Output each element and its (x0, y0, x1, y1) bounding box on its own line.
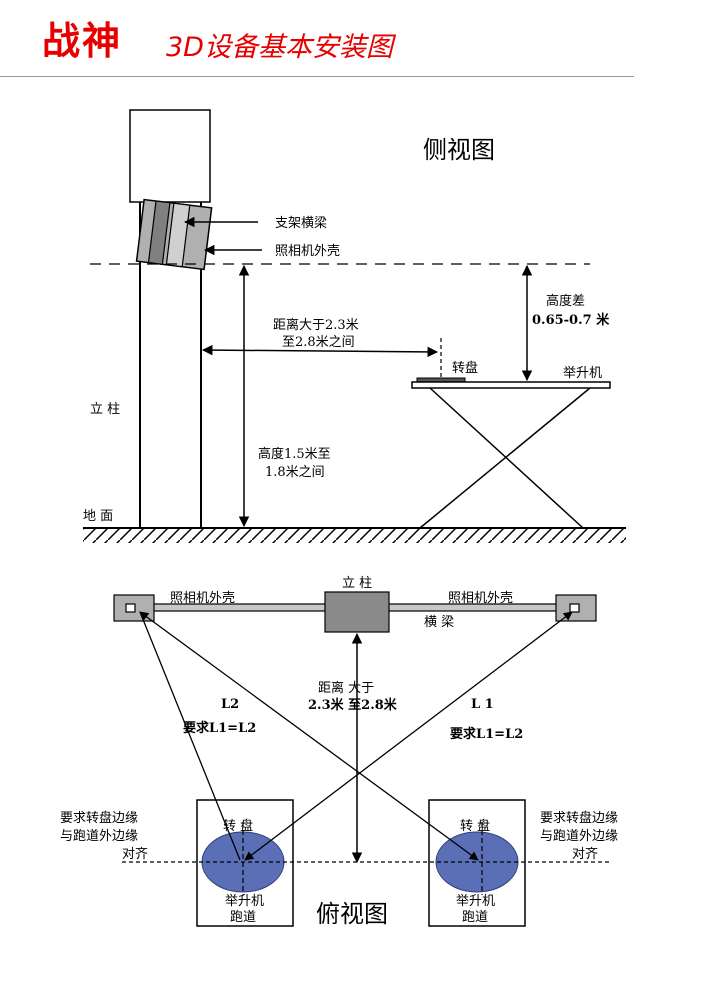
align-note-left-2: 与跑道外边缘 (60, 829, 138, 844)
side-turntable-label: 转盘 (452, 360, 478, 376)
side-camera-assembly (135, 198, 213, 271)
runway-left-label-1: 举升机 (225, 894, 264, 909)
header-divider (0, 76, 634, 77)
side-distance-line2: 至2.8米之间 (282, 335, 355, 350)
top-camera-lens-left (125, 603, 136, 613)
camera-shell-label: 照相机外壳 (275, 244, 340, 259)
align-note-right-1: 要求转盘边缘 (540, 810, 618, 826)
lift-scissor-leg-2 (419, 387, 591, 529)
ground-hatch (83, 529, 626, 543)
side-view: 侧视图 支架横梁 照相机外壳 高度差 0.65- (83, 109, 626, 543)
turntable-right (435, 831, 519, 893)
column-top-housing (129, 109, 211, 203)
camera-height-line1: 高度1.5米至 (258, 446, 331, 462)
l2-label: L2 (221, 697, 239, 712)
top-camera-shell-right-label: 照相机外壳 (448, 591, 513, 606)
ground-label: 地 面 (83, 509, 113, 524)
sightline-l2 (244, 611, 573, 861)
requirement-left: 要求L1=L2 (183, 720, 256, 736)
runway-left-label-2: 跑道 (230, 910, 256, 925)
top-view-title: 俯视图 (316, 900, 388, 928)
side-distance-arrow (201, 344, 439, 358)
lift-platform (411, 381, 611, 389)
side-bracket-beam-2 (165, 202, 191, 268)
align-note-left-1: 要求转盘边缘 (60, 810, 138, 826)
lift-scissor-leg-1 (429, 387, 584, 529)
header-subtitle: 3D设备基本安装图 (166, 32, 393, 63)
brand-logo-text: 战神 (42, 18, 123, 63)
align-note-right-3: 对齐 (572, 846, 598, 862)
runway-right-label-1: 举升机 (456, 894, 495, 909)
requirement-right: 要求L1=L2 (450, 726, 523, 742)
height-diff-value: 0.65-0.7 米 (532, 312, 610, 328)
turntable-right-label: 转 盘 (460, 818, 490, 834)
side-column-label: 立 柱 (90, 402, 120, 417)
runway-right-label-2: 跑道 (462, 910, 488, 925)
top-distance-line2: 2.3米 至2.8米 (308, 697, 398, 713)
side-distance-line1: 距离大于2.3米 (273, 317, 359, 333)
bracket-beam-label: 支架横梁 (275, 216, 327, 231)
turntable-left-label: 转 盘 (223, 818, 253, 834)
top-beam-label: 横 梁 (424, 615, 454, 630)
top-camera-lens-right (569, 603, 580, 613)
camera-height-line2: 1.8米之间 (265, 465, 325, 480)
height-diff-title: 高度差 (546, 293, 585, 309)
align-note-left-3: 对齐 (122, 846, 148, 862)
l1-label: L 1 (471, 697, 494, 712)
align-note-right-2: 与跑道外边缘 (540, 829, 618, 844)
side-view-title: 侧视图 (423, 136, 495, 164)
top-column-label: 立 柱 (342, 576, 372, 591)
top-distance-line1: 距离 大于 (318, 680, 374, 696)
top-column (324, 591, 390, 633)
side-lift-label: 举升机 (563, 366, 602, 381)
top-camera-shell-left-label: 照相机外壳 (170, 591, 235, 606)
top-view: 立 柱 照相机外壳 照相机外壳 横 梁 距离 大于 2.3米 至2.8米 L2 (60, 576, 618, 928)
